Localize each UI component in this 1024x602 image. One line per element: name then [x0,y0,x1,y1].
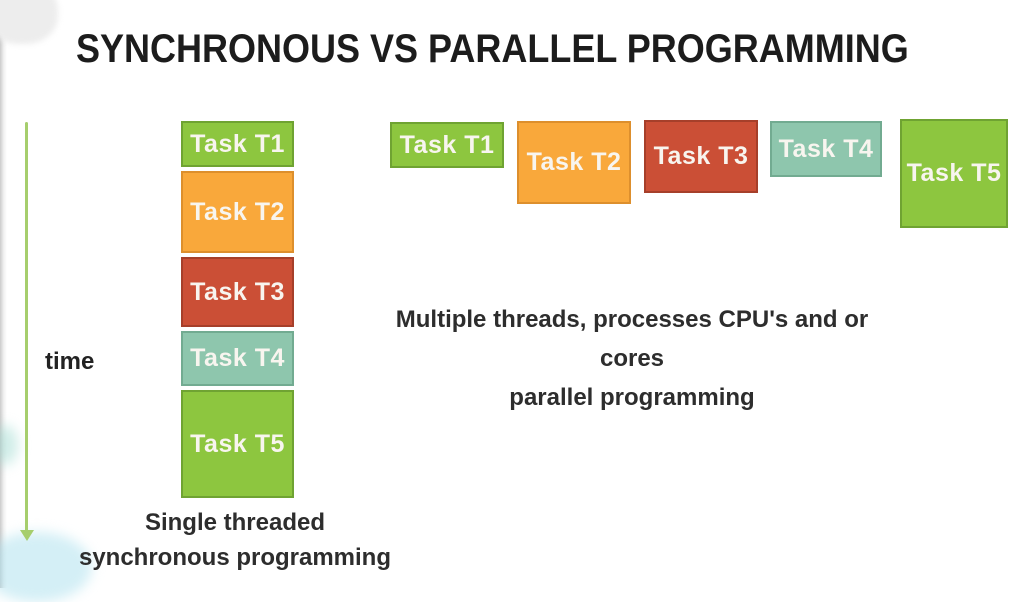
watermark-smudge-small [0,425,18,465]
task-label: Task T1 [399,130,495,159]
right-task-t1: Task T1 [390,122,504,168]
time-axis-label: time [45,348,95,375]
task-label: Task T3 [653,142,749,170]
right-task-t2: Task T2 [517,121,631,204]
left-task-t3: Task T3 [181,257,294,327]
synchronous-caption: Single threaded synchronous programming [35,505,435,575]
right-task-t3: Task T3 [644,120,758,193]
task-label: Task T1 [190,129,285,158]
task-label: Task T4 [778,134,874,163]
task-label: Task T2 [190,197,285,226]
synchronous-caption-line2: synchronous programming [78,544,392,571]
time-arrow-line [25,122,28,532]
right-task-t4: Task T4 [770,121,882,177]
task-label: Task T2 [526,148,622,176]
parallel-caption-line1: Multiple threads, processes CPU's and or… [395,306,869,372]
task-label: Task T3 [190,277,285,306]
left-task-t1: Task T1 [181,121,294,167]
parallel-task-row: Task T1 Task T2 Task T3 Task T4 Task T5 [390,119,1008,228]
synchronous-task-stack: Task T1 Task T2 Task T3 Task T4 Task T5 [181,121,294,498]
parallel-caption-line2: parallel programming [509,384,755,411]
right-task-t5: Task T5 [900,119,1008,228]
task-label: Task T5 [906,159,1002,187]
task-label: Task T4 [190,344,285,372]
synchronous-caption-line1: Single threaded [144,509,326,536]
task-label: Task T5 [190,429,285,458]
left-task-t2: Task T2 [181,171,294,253]
slide-title: SYNCHRONOUS VS PARALLEL PROGRAMMING [76,27,909,71]
left-task-t4: Task T4 [181,331,294,386]
left-edge-shadow [0,0,7,588]
time-arrowhead-icon [20,530,34,541]
parallel-caption: Multiple threads, processes CPU's and or… [382,300,882,417]
left-task-t5: Task T5 [181,390,294,498]
